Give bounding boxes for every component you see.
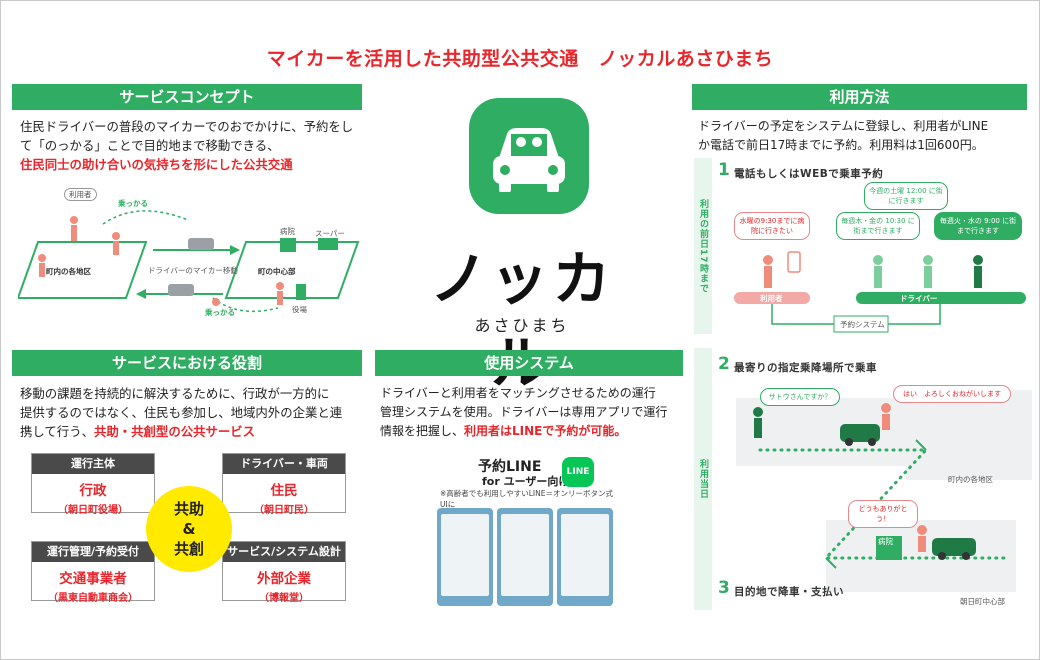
car-icon bbox=[168, 284, 194, 296]
step1-diagram bbox=[734, 251, 1026, 333]
concept-line-2: て「のっかる」ことで目的地まで移動できる、 bbox=[20, 138, 280, 153]
bubble-user-request: 水曜の9:30までに病院に行きたい bbox=[734, 212, 810, 240]
label-super: スーパー bbox=[315, 229, 345, 238]
role-box-government: 運行主体 行政 （朝日町役場） bbox=[31, 453, 155, 516]
car-icon bbox=[840, 424, 880, 442]
vbar-before: 利用の前日17時まで bbox=[694, 158, 712, 334]
car-icon bbox=[188, 238, 214, 250]
line-reservation-title: 予約LINE bbox=[478, 459, 542, 475]
role-box-operator: 運行管理/予約受付 交通事業者 （黒東自動車商会） bbox=[31, 541, 155, 604]
label-hospital-step3: 病院 bbox=[878, 537, 893, 546]
ride-arrow-bottom bbox=[212, 297, 279, 313]
label-ride-bottom: 乗っかる bbox=[205, 308, 235, 317]
ride-arrow-top bbox=[102, 210, 189, 225]
step-1-number: 1 bbox=[718, 160, 730, 180]
label-left-area: 町内の各地区 bbox=[46, 267, 91, 276]
smartphone-icon bbox=[787, 251, 801, 273]
roles-line-2: 提供するのではなく、住民も参加し、地域内外の企業と連 bbox=[20, 405, 343, 420]
system-header: 使用システム bbox=[375, 350, 683, 376]
driver-person-icon bbox=[973, 255, 983, 265]
page-title: マイカーを活用した共助型公共交通 ノッカルあさひまち bbox=[266, 48, 774, 70]
bubble-yes-please: はい よろしくおねがいします bbox=[893, 385, 1011, 403]
phone-screenshot-3 bbox=[557, 508, 613, 606]
car-icon bbox=[932, 538, 976, 556]
label-area-local: 町内の各地区 bbox=[948, 475, 993, 484]
label-driver-bar: ドライバー bbox=[900, 294, 938, 303]
office-icon bbox=[296, 284, 306, 300]
usage-header: 利用方法 bbox=[692, 84, 1027, 110]
label-user-bar: 利用者 bbox=[760, 294, 783, 303]
concept-header: サービスコンセプト bbox=[12, 84, 362, 110]
roles-text: 移動の課題を持続的に解決するために、行政が一方的に 提供するのではなく、住民も参… bbox=[20, 384, 365, 441]
concept-diagram bbox=[18, 210, 360, 313]
label-move: ドライバーのマイカー移動 bbox=[148, 266, 238, 275]
bubble-thanks: どうもありがとう！ bbox=[848, 500, 918, 528]
step-2-text: 最寄りの指定乗降場所で乗車 bbox=[734, 362, 877, 374]
label-area-center: 朝日町中心部 bbox=[960, 597, 1005, 606]
bubble-driver-3: 毎週火・水の 9:00 に街まで行きます bbox=[934, 212, 1022, 240]
step-1-text: 電話もしくはWEBで乗車予約 bbox=[734, 168, 884, 180]
line-app-icon: LINE bbox=[562, 457, 594, 487]
vbar-sameday: 利用当日 bbox=[694, 348, 712, 610]
user-person-icon bbox=[763, 255, 773, 265]
bubble-driver-2: 毎週木・金の 10:30 に街まで行きます bbox=[836, 212, 920, 240]
bubble-driver-1: 今週の土曜 12:00 に街に行きます bbox=[864, 182, 948, 210]
system-line-3: 情報を把握し、利用者はLINEで予約が可能。 bbox=[380, 424, 627, 438]
system-line-2: 管理システムを使用。ドライバーは専用アプリで運行 bbox=[380, 405, 668, 419]
waiting-user-icon bbox=[753, 407, 763, 417]
phone-screenshot-1 bbox=[437, 508, 493, 606]
label-system-box: 予約システム bbox=[840, 320, 885, 329]
driver-person-icon bbox=[873, 255, 883, 265]
usage-line-2: か電話で前日17時までに予約。利用料は1回600円。 bbox=[698, 138, 984, 152]
concept-text: 住民ドライバーの普段のマイカーでのおでかけに、予約をし て「のっかる」ことで目的… bbox=[20, 117, 365, 174]
usage-text: ドライバーの予定をシステムに登録し、利用者がLINE か電話で前日17時までに予… bbox=[698, 117, 1030, 155]
label-right-area: 町の中心部 bbox=[258, 267, 296, 276]
left-area-shape bbox=[18, 241, 148, 299]
label-office: 役場 bbox=[292, 305, 307, 314]
label-user: 利用者 bbox=[64, 188, 97, 201]
hospital-icon bbox=[876, 536, 902, 560]
driver-person-icon bbox=[923, 255, 933, 265]
hospital-icon bbox=[280, 238, 296, 252]
step-2-number: 2 bbox=[718, 354, 730, 374]
phone-screenshot-2 bbox=[497, 508, 553, 606]
concept-line-1: 住民ドライバーの普段のマイカーでのおでかけに、予約をし bbox=[20, 119, 354, 134]
label-ride-top: 乗っかる bbox=[118, 199, 148, 208]
logo-subtitle: あさひまち bbox=[474, 316, 570, 335]
system-line-1: ドライバーと利用者をマッチングさせるための運行 bbox=[380, 386, 656, 400]
system-text: ドライバーと利用者をマッチングさせるための運行 管理システムを使用。ドライバーは… bbox=[380, 384, 685, 441]
roles-line-3: 携して行う、共助・共創型の公共サービス bbox=[20, 424, 256, 439]
concept-line-3: 住民同士の助け合いの気持ちを形にした公共交通 bbox=[20, 157, 293, 172]
role-box-company: サービス/システム設計 外部企業 （博報堂） bbox=[222, 541, 346, 604]
bubble-are-you-sato: サトウさんですか？ bbox=[760, 388, 840, 406]
role-box-residents: ドライバー・車両 住民 （朝日町民） bbox=[222, 453, 346, 516]
roles-line-1: 移動の課題を持続的に解決するために、行政が一方的に bbox=[20, 386, 330, 401]
nokkaru-logo-icon bbox=[469, 98, 589, 214]
usage-line-1: ドライバーの予定をシステムに登録し、利用者がLINE bbox=[698, 119, 989, 133]
step2-3-diagram bbox=[736, 390, 1032, 592]
roles-header: サービスにおける役割 bbox=[12, 350, 362, 376]
line-reservation-subtitle: for ユーザー向け bbox=[482, 475, 570, 488]
user-icon bbox=[70, 216, 78, 224]
label-hospital: 病院 bbox=[280, 227, 295, 236]
step-3-number: 3 bbox=[718, 578, 730, 598]
co-creation-circle: 共助 & 共創 bbox=[146, 486, 232, 572]
supermarket-icon bbox=[318, 238, 338, 250]
line-note: ※高齢者でも利用しやすいLINE＝オンリーボタン式UIに bbox=[440, 489, 613, 509]
step-3-text: 目的地で降車・支払い bbox=[734, 586, 844, 598]
